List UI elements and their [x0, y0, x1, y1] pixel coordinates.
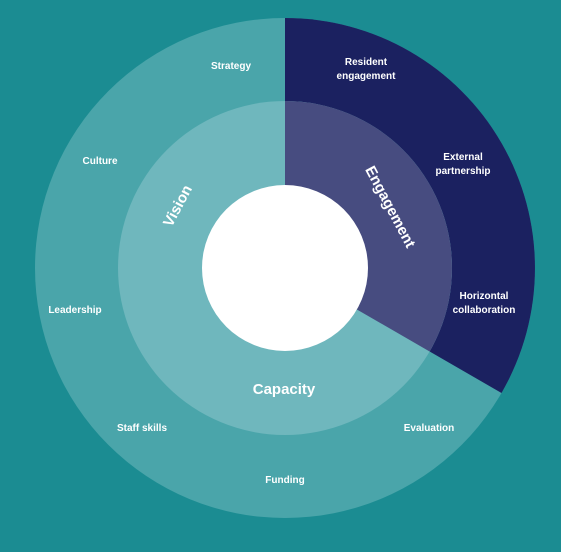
- inner-label-capacity: Capacity: [252, 381, 316, 398]
- outer-label-leadership: Leadership: [48, 305, 102, 316]
- outer-label-resident-engagement: Resident engagement: [336, 57, 396, 82]
- outer-label-strategy: Strategy: [210, 61, 252, 72]
- outer-label-horizontal-collaboration: Horizontal collaboration: [452, 291, 516, 316]
- outer-label-funding: Funding: [265, 475, 305, 486]
- outer-label-staff-skills: Staff skills: [116, 423, 168, 434]
- outer-label-external-partnership: External partnership: [435, 152, 491, 177]
- outer-label-evaluation: Evaluation: [403, 423, 455, 434]
- outer-label-culture: Culture: [82, 156, 118, 167]
- center-circle: [202, 185, 368, 351]
